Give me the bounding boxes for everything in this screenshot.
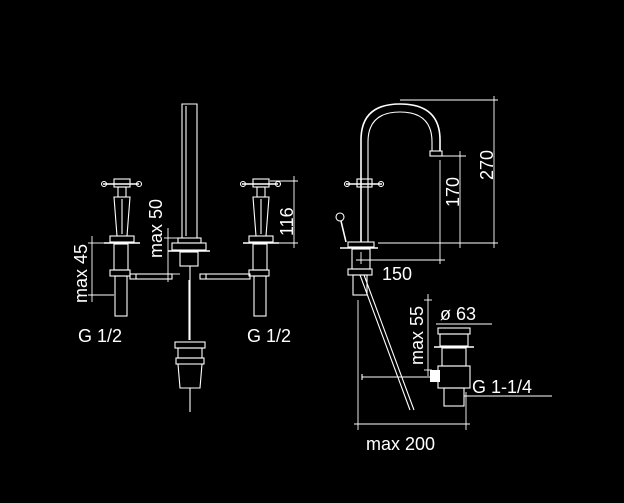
dim-left-max45 xyxy=(88,236,114,302)
dim-max200 xyxy=(354,300,470,430)
drain-side-view xyxy=(361,327,474,407)
label-150: 150 xyxy=(382,264,412,284)
label-drain-thread: G 1-1/4 xyxy=(472,377,532,397)
label-max200: max 200 xyxy=(366,434,435,454)
label-270: 270 xyxy=(477,150,497,180)
dim-116 xyxy=(270,176,298,248)
dim-150 xyxy=(356,160,445,264)
right-valve xyxy=(199,178,282,317)
label-max50: max 50 xyxy=(146,199,166,258)
label-left-max45: max 45 xyxy=(71,244,91,303)
dim-max50 xyxy=(164,228,180,282)
spout-side-view xyxy=(335,103,443,411)
label-170: 170 xyxy=(443,177,463,207)
label-right-thread: G 1/2 xyxy=(247,326,291,346)
label-o63: ø 63 xyxy=(440,304,476,324)
label-max55: max 55 xyxy=(407,306,427,365)
dim-170 xyxy=(440,151,466,248)
hand-shower xyxy=(168,103,210,412)
dim-270 xyxy=(378,96,498,248)
left-valve xyxy=(100,178,173,317)
label-left-thread: G 1/2 xyxy=(78,326,122,346)
dim-max55 xyxy=(424,294,432,376)
label-116: 116 xyxy=(277,207,297,236)
